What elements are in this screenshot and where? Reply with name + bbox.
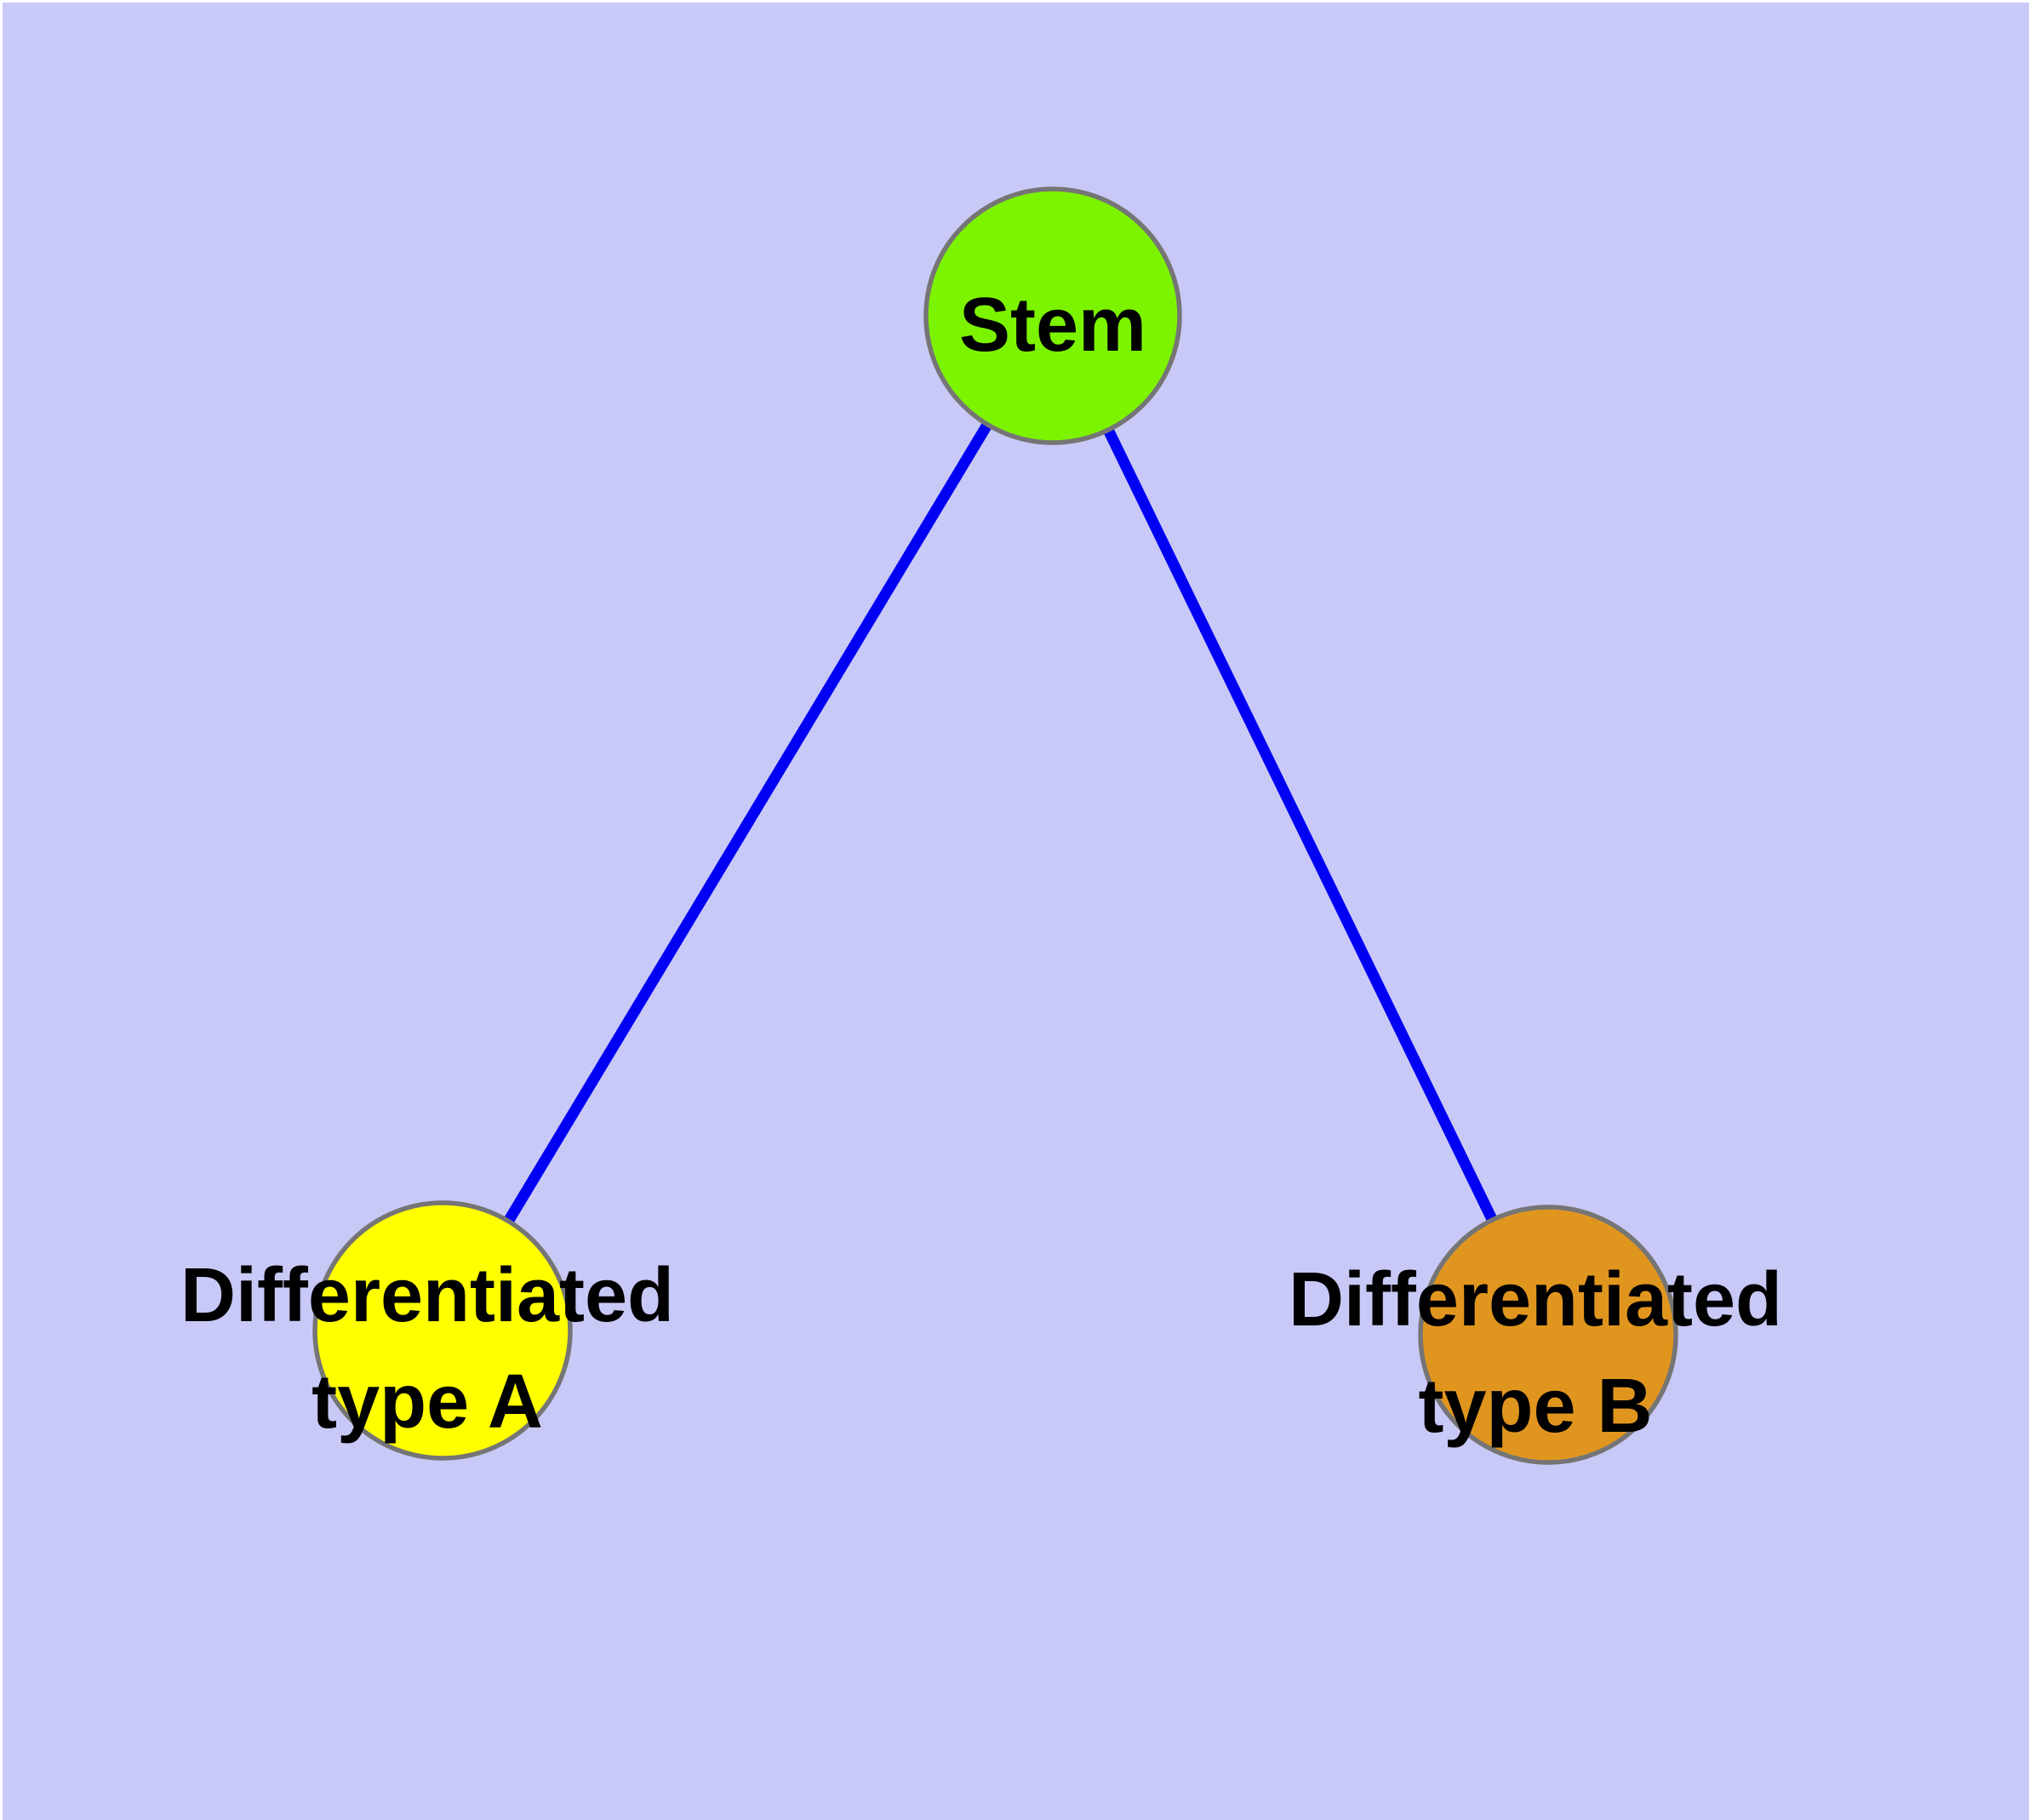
node-layer [312,186,1678,1465]
node-type-b-label-line2: type B [1418,1364,1652,1449]
node-type-b-label-line1: Differentiated [1289,1257,1782,1342]
edge-layer [437,312,1553,1337]
node-type-a-label-line1: Differentiated [180,1253,674,1338]
edge-stem-to-type-a [437,312,1058,1334]
edge-stem-to-type-b [1048,313,1553,1337]
node-differentiated-type-b [1418,1205,1678,1465]
node-stem [923,186,1182,445]
label-layer: Stem Differentiated type A Differentiate… [180,283,1782,1449]
node-type-a-label-line2: type A [311,1359,543,1445]
node-stem-label: Stem [959,283,1146,368]
node-differentiated-type-a [312,1200,573,1461]
